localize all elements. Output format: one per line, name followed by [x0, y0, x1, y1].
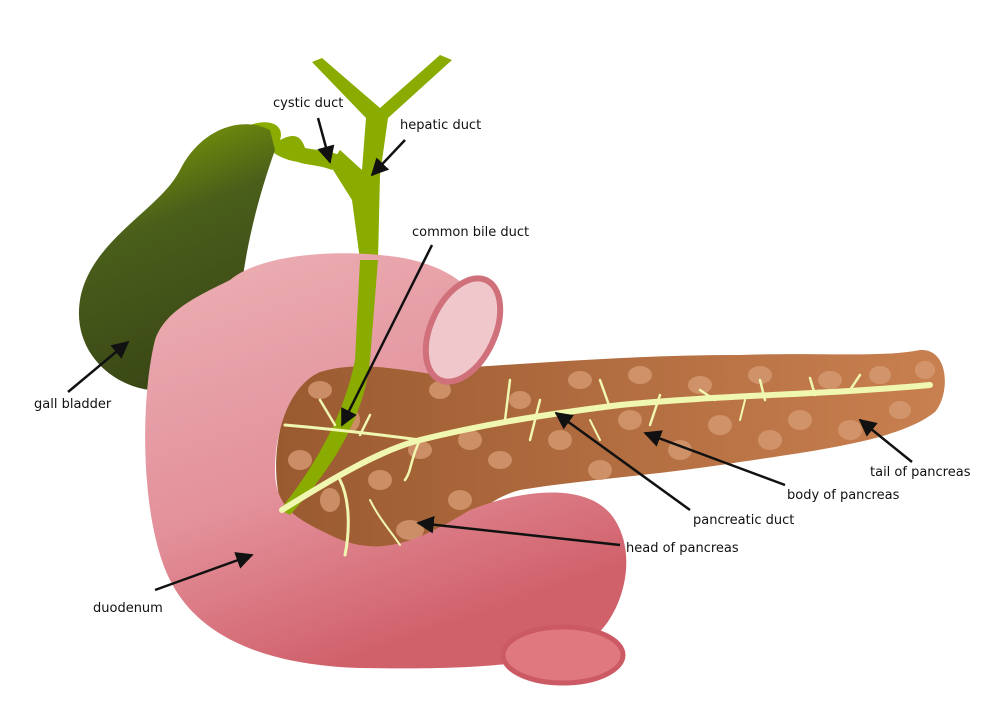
label-head-of-pancreas: head of pancreas [626, 541, 739, 556]
label-common-bile-duct: common bile duct [412, 225, 530, 240]
label-duodenum: duodenum [93, 601, 163, 616]
duodenum-opening-bottom [500, 624, 626, 686]
label-hepatic-duct: hepatic duct [400, 118, 482, 133]
arrow-common-bile-duct [340, 244, 434, 427]
pancreatic-duct-shape [279, 373, 933, 557]
arrow-pancreatic-duct [554, 411, 691, 512]
arrow-gall-bladder [67, 340, 130, 393]
pancreas-shape [276, 349, 945, 560]
label-gall-bladder: gall bladder [34, 397, 112, 412]
duodenum-opening-top [422, 275, 504, 385]
duodenum-shape [145, 253, 627, 669]
label-tail-of-pancreas: tail of pancreas [870, 465, 971, 480]
arrow-hepatic-duct [370, 139, 406, 177]
hepatic-duct-shape [312, 55, 452, 260]
label-arrows [67, 117, 913, 592]
label-body-of-pancreas: body of pancreas [787, 488, 900, 503]
arrow-tail-of-pancreas [858, 418, 913, 463]
pancreas-lobules [288, 361, 935, 540]
label-pancreatic-duct: pancreatic duct [693, 513, 795, 528]
arrow-duodenum [154, 552, 254, 592]
label-cystic-duct: cystic duct [273, 96, 344, 111]
arrow-body-of-pancreas [643, 430, 786, 487]
arrow-head-of-pancreas [416, 516, 621, 547]
arrow-cystic-duct [316, 117, 335, 164]
common-bile-duct-shape [280, 260, 378, 515]
